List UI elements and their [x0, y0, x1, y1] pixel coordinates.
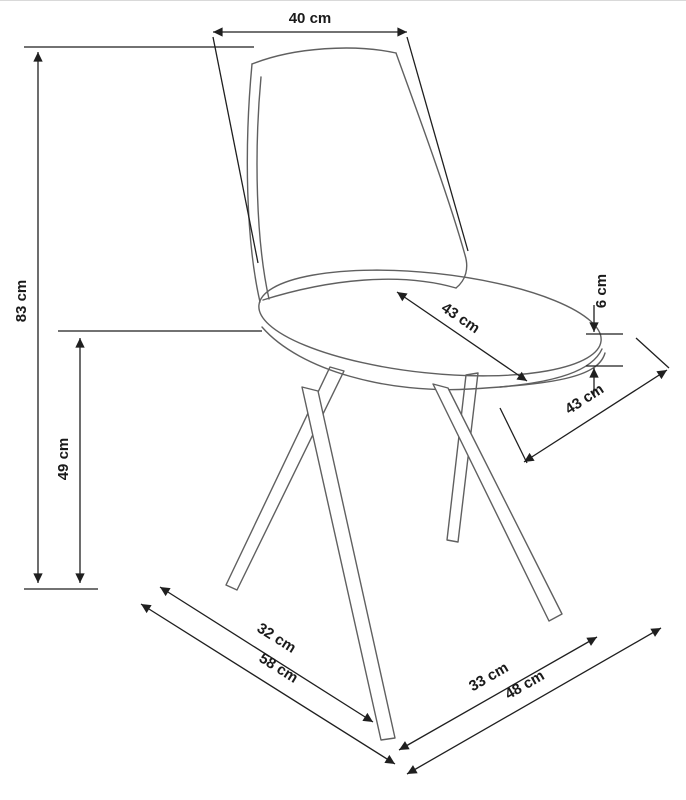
dimension-line	[406, 627, 662, 775]
dimension-base-outer-right: 48 cm	[406, 627, 662, 775]
chair-backrest-top-edge	[251, 47, 397, 65]
extension-line	[499, 407, 528, 464]
dimension-label: 49 cm	[55, 438, 72, 481]
chair-seat-shell-edge	[261, 326, 606, 391]
dimension-backrest-width: 40 cm	[212, 10, 469, 264]
dimension-seat-depth: 43 cm	[396, 291, 528, 382]
dimension-overall-height: 83 cm	[13, 46, 254, 590]
extension-line	[406, 36, 469, 252]
dimension-line	[396, 291, 528, 382]
dimension-line	[523, 369, 668, 463]
dimension-label: 40 cm	[289, 10, 332, 27]
dimension-label: 83 cm	[13, 280, 30, 323]
dimension-seat-height: 49 cm	[55, 330, 262, 583]
chair-seat-cushion	[258, 269, 602, 377]
chair-leg-front-left	[301, 386, 396, 741]
extension-line	[212, 36, 259, 264]
chair-backrest-right-edge	[395, 52, 468, 289]
dimension-seat-width: 43 cm	[499, 337, 670, 464]
dimension-label: 43 cm	[438, 299, 483, 337]
chair-backrest-seat-junction	[262, 278, 457, 301]
dimension-base-inner-right: 33 cm	[398, 636, 598, 751]
dimension-cushion-thickness: 6 cm	[586, 274, 623, 395]
chair-backrest-left-edge	[246, 63, 261, 303]
extension-line	[635, 337, 670, 369]
dimension-line	[398, 636, 598, 751]
dimension-label: 6 cm	[593, 274, 610, 308]
chair-backrest-inner-edge	[256, 76, 270, 300]
dimension-line	[140, 603, 396, 765]
chair-leg-front-right	[432, 383, 563, 622]
